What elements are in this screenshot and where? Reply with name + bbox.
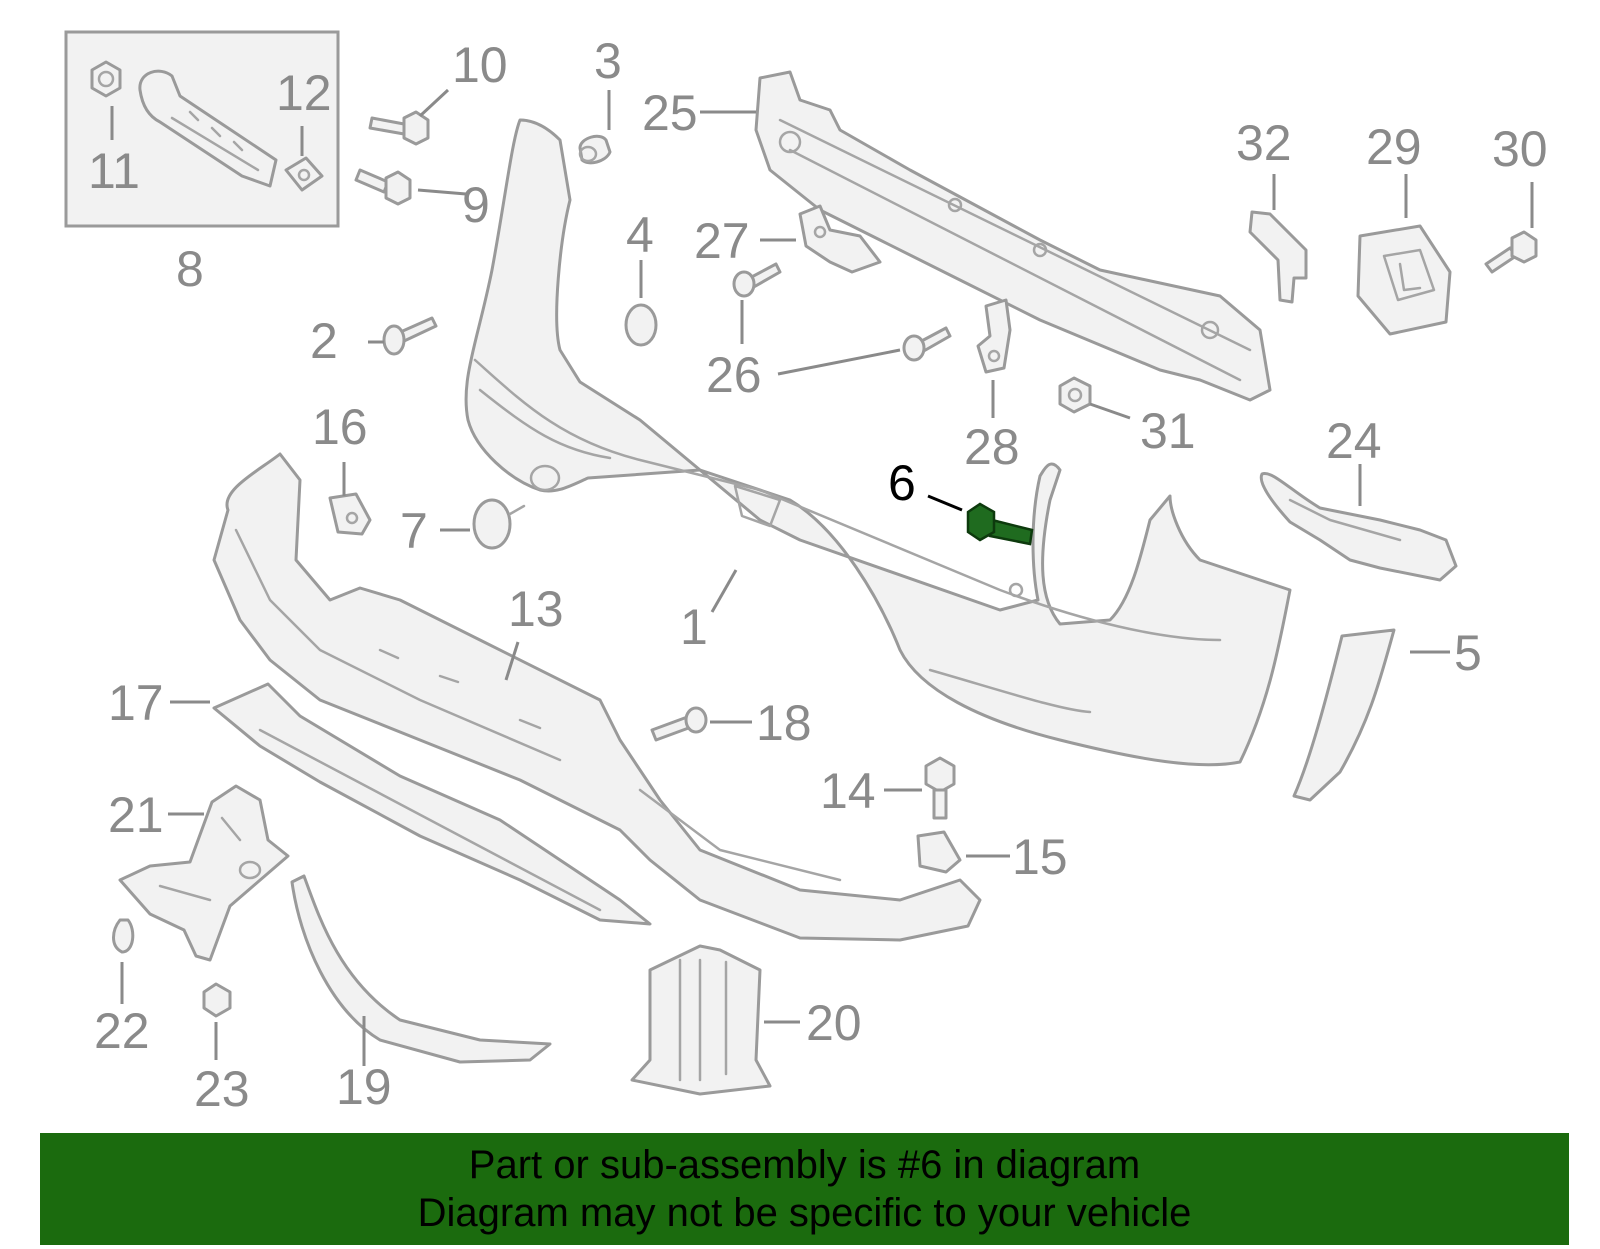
part-kit-8-bracket[interactable] xyxy=(138,69,278,188)
callout-13: 13 xyxy=(508,581,564,637)
part-20-bracket[interactable] xyxy=(630,944,772,1096)
callout-21: 21 xyxy=(108,787,164,843)
callout-16: 16 xyxy=(312,399,368,455)
callout-6: 6 xyxy=(888,455,916,511)
callout-5: 5 xyxy=(1454,625,1482,681)
callout-1: 1 xyxy=(680,599,708,655)
callout-17: 17 xyxy=(108,675,164,731)
part-25-reinforcement-beam[interactable] xyxy=(754,70,1272,402)
part-26-screw-upper[interactable] xyxy=(732,262,782,298)
part-30-bolt[interactable] xyxy=(1484,230,1538,274)
banner-line-2: Diagram may not be specific to your vehi… xyxy=(417,1191,1192,1235)
part-1-bumper-cover[interactable] xyxy=(464,118,1292,767)
callout-31: 31 xyxy=(1140,403,1196,459)
part-2-screw[interactable] xyxy=(382,316,438,356)
notice-banner: Part or sub-assembly is #6 in diagram Di… xyxy=(40,1133,1569,1245)
part-6-bolt-highlighted[interactable] xyxy=(966,502,1034,546)
callout-8: 8 xyxy=(176,241,204,297)
part-18-screw[interactable] xyxy=(650,706,708,742)
callout-26: 26 xyxy=(706,347,762,403)
part-28-bracket[interactable] xyxy=(976,298,1012,374)
leader-lines xyxy=(110,88,1534,1066)
part-5-trim[interactable] xyxy=(1292,628,1396,802)
callout-25: 25 xyxy=(642,85,698,141)
part-27-bracket[interactable] xyxy=(798,204,882,274)
callout-3: 3 xyxy=(594,33,622,89)
callout-32: 32 xyxy=(1236,115,1292,171)
callout-11: 11 xyxy=(88,143,140,199)
part-14-bolt[interactable] xyxy=(924,756,956,820)
part-21-bracket[interactable] xyxy=(118,784,290,962)
part-10-bolt[interactable] xyxy=(368,110,430,146)
part-3-bushing[interactable] xyxy=(578,134,612,165)
callout-22: 22 xyxy=(94,1003,150,1059)
callout-4: 4 xyxy=(626,207,654,263)
part-17-deflector[interactable] xyxy=(212,682,652,926)
part-7-cap[interactable] xyxy=(472,498,526,550)
part-13-lower-valance[interactable] xyxy=(212,452,982,942)
callout-23: 23 xyxy=(194,1061,250,1117)
callout-15: 15 xyxy=(1012,829,1068,885)
callout-12: 12 xyxy=(276,65,332,121)
callout-18: 18 xyxy=(756,695,812,751)
part-32-bracket[interactable] xyxy=(1248,210,1308,304)
part-11-nut[interactable] xyxy=(90,60,122,98)
part-23-nut[interactable] xyxy=(202,982,232,1018)
part-26-screw-lower[interactable] xyxy=(902,326,952,362)
callout-20: 20 xyxy=(806,995,862,1051)
part-22-push-pin[interactable] xyxy=(112,918,135,954)
part-9-bolt[interactable] xyxy=(354,168,412,206)
callout-2: 2 xyxy=(310,313,338,369)
part-4-grommet[interactable] xyxy=(624,303,658,347)
part-12-clip[interactable] xyxy=(284,156,324,192)
callout-19: 19 xyxy=(336,1059,392,1115)
callout-28: 28 xyxy=(964,419,1020,475)
banner-line-1: Part or sub-assembly is #6 in diagram xyxy=(468,1143,1141,1187)
callout-7: 7 xyxy=(400,503,428,559)
callout-27: 27 xyxy=(694,213,750,269)
part-31-nut[interactable] xyxy=(1058,376,1092,414)
callout-30: 30 xyxy=(1492,121,1548,177)
callout-24: 24 xyxy=(1326,413,1382,469)
callout-14: 14 xyxy=(820,763,876,819)
part-29-sensor-bracket[interactable] xyxy=(1356,224,1452,336)
callout-29: 29 xyxy=(1366,119,1422,175)
part-16-clip[interactable] xyxy=(328,492,372,536)
callout-10: 10 xyxy=(452,37,508,93)
callout-9: 9 xyxy=(462,177,490,233)
part-15-clip[interactable] xyxy=(916,830,962,874)
part-19-lower-trim[interactable] xyxy=(290,874,552,1064)
part-24-trim[interactable] xyxy=(1259,472,1458,582)
